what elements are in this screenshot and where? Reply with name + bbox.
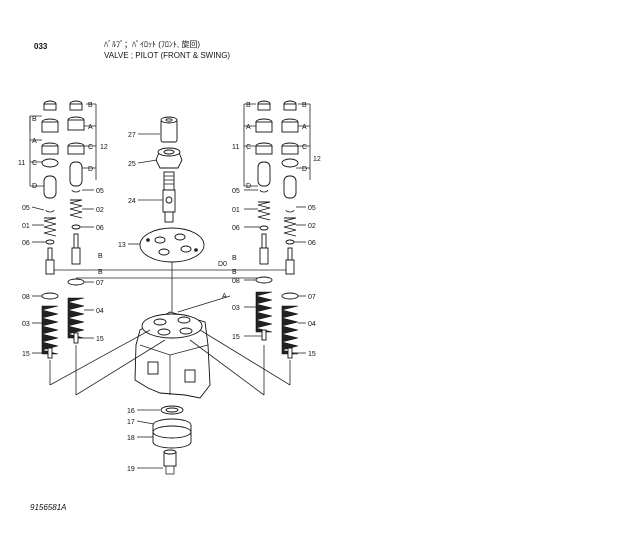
assembly-guide-lines: [49, 262, 291, 396]
left-callouts: B A 11 C D B A C 12 D 05 02 06 05 01 06 …: [18, 102, 108, 358]
callout-l-05a: 05: [96, 188, 104, 195]
part-19-bolt: [163, 449, 177, 475]
figure-number: 9156581A: [30, 503, 67, 512]
right-callouts: B A 11 C D B A C 12 D 05 01 06 05 02 06 …: [218, 102, 321, 358]
part-17-18-plug: [152, 418, 192, 449]
callout-l-b-r: B: [88, 102, 93, 109]
part-16-ring: [160, 405, 184, 415]
callout-r-03: 03: [232, 305, 240, 312]
callout-r-06a: 06: [232, 225, 240, 232]
callout-l-06b: 06: [22, 240, 30, 247]
callout-r-a: A: [246, 124, 251, 131]
part-13-plate: [139, 227, 205, 263]
callout-l-04: 04: [96, 308, 104, 315]
callout-r-c: C: [246, 144, 251, 151]
callout-l-15b: 15: [96, 336, 104, 343]
callout-r-bm2: B: [232, 269, 237, 276]
left-assembly-a: [41, 100, 59, 359]
callout-r-01: 01: [232, 207, 240, 214]
title-english: VALVE ; PILOT (FRONT & SWING): [104, 51, 231, 60]
callout-l-08: 08: [22, 294, 30, 301]
part-25-nut: [155, 147, 183, 169]
part-27-cap: [160, 116, 178, 143]
callout-l-bm2: B: [98, 269, 103, 276]
callout-27: 27: [128, 132, 136, 139]
callout-19: 19: [127, 466, 135, 473]
callout-r-15a: 15: [232, 334, 240, 341]
callout-r-b-r: B: [302, 102, 307, 109]
callout-r-12: 12: [313, 156, 321, 163]
callout-l-11: 11: [18, 160, 25, 167]
callout-r-c-r: C: [302, 144, 307, 151]
callout-18: 18: [127, 435, 135, 442]
part-24-joint: [162, 171, 176, 223]
callout-r-07: 07: [308, 294, 316, 301]
callout-r-08: 08: [232, 278, 240, 285]
left-brackets: [29, 103, 97, 187]
casing-body: [134, 311, 211, 399]
callout-l-b-top: B: [32, 116, 37, 123]
callout-r-05a: 05: [232, 188, 240, 195]
title-japanese: ﾊﾞﾙﾌﾞ；ﾊﾟｲﾛｯﾄ (ﾌﾛﾝﾄ, 旋回): [104, 40, 200, 49]
left-leaders: [31, 189, 94, 354]
callout-r-bm1: B: [232, 255, 237, 262]
callout-24: 24: [128, 198, 136, 205]
callout-l-d: D: [32, 183, 37, 190]
callout-r-b-top: B: [246, 102, 251, 109]
callout-l-02a: 02: [96, 207, 104, 214]
left-assembly-b: [67, 100, 85, 344]
callout-l-bm1: B: [98, 253, 103, 260]
callout-16: 16: [127, 408, 135, 415]
callout-25: 25: [128, 161, 136, 168]
callout-l-01a: 01: [22, 223, 30, 230]
callout-l-06a: 06: [96, 225, 104, 232]
callout-r-d0: D0: [218, 261, 227, 268]
callout-r-d: D: [246, 183, 251, 190]
callout-r-15b: 15: [308, 351, 316, 358]
callout-r-02: 02: [308, 223, 316, 230]
page-number: 033: [34, 42, 48, 51]
callout-l-d-r: D: [88, 166, 93, 173]
callout-r-a-r: A: [302, 124, 307, 131]
callout-l-12: 12: [100, 144, 108, 151]
callout-l-05b: 05: [22, 205, 30, 212]
callout-l-c-r: C: [88, 144, 93, 151]
callout-l-07: 07: [96, 280, 104, 287]
right-brackets: [243, 103, 311, 187]
callout-l-c: C: [32, 160, 37, 167]
callout-l-a: A: [32, 138, 37, 145]
callout-13: 13: [118, 242, 126, 249]
callout-r-11: 11: [232, 144, 239, 151]
callout-17: 17: [127, 419, 135, 426]
callout-l-15a: 15: [22, 351, 30, 358]
callout-r-04: 04: [308, 321, 316, 328]
callout-r-d-r: D: [302, 166, 307, 173]
right-leaders: [244, 189, 306, 354]
right-assembly-a: [255, 100, 273, 341]
callout-r-05b: 05: [308, 205, 316, 212]
callout-l-03: 03: [22, 321, 30, 328]
callout-r-a-m: A: [222, 293, 227, 300]
callout-l-a-r: A: [88, 124, 93, 131]
right-assembly-b: [281, 100, 299, 359]
callout-r-06b: 06: [308, 240, 316, 247]
